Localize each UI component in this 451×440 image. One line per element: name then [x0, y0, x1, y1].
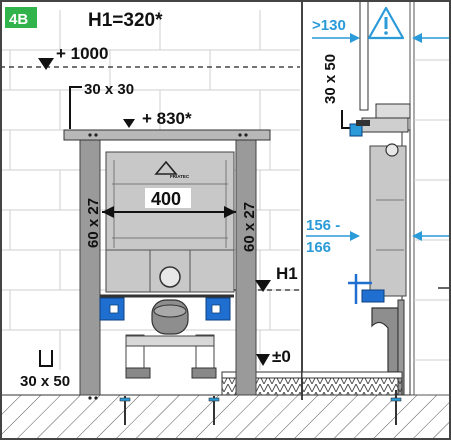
side-cover-panel [359, 0, 369, 111]
level-830-label: + 830* [142, 109, 192, 128]
side-mount-bracket [361, 289, 385, 303]
front-view-panel: FRIATEC [0, 7, 451, 440]
left-frame-column [79, 139, 101, 396]
level-triangle-icon [256, 354, 270, 366]
rail-hole [244, 133, 248, 137]
brand-logo-text: FRIATEC [170, 174, 190, 179]
rail-hole [88, 133, 92, 137]
side-wall [409, 0, 451, 396]
level-zero-label: ±0 [272, 347, 291, 366]
side-view-panel: >130 156 - 166 30 x 50 [301, 0, 451, 425]
brand-logo: FRIATEC [154, 160, 190, 179]
variant-badge-label: 4B [9, 11, 28, 28]
right-frame-column [235, 139, 257, 396]
top-profile-marker [69, 86, 82, 129]
rail-hole [88, 396, 92, 400]
frame-foot-right [191, 367, 217, 379]
side-drain-pipe [371, 307, 399, 373]
side-anchor-bolt [390, 390, 402, 425]
side-range-label-b: 166 [306, 239, 331, 256]
left-column-label: 60 x 27 [85, 198, 102, 248]
side-valve [385, 143, 399, 157]
frame-foot-left [125, 367, 151, 379]
wall-gap-label: >130 [312, 17, 346, 34]
leg-connector [125, 335, 215, 347]
level-triangle-icon [123, 119, 135, 128]
flush-pipe-opening [159, 266, 181, 288]
rail-hole [94, 133, 98, 137]
anchor-bolt-right [208, 396, 220, 425]
side-floor-finish [301, 371, 403, 379]
floor-section [0, 394, 451, 440]
rail-hole [238, 133, 242, 137]
bottom-profile-marker [39, 350, 53, 367]
level-triangle-icon [38, 58, 54, 70]
side-floor-screed [301, 377, 403, 396]
bottom-profile-label: 30 x 50 [20, 373, 70, 390]
wall-gap-label-box [312, 14, 354, 34]
level-triangle-icon [255, 280, 271, 292]
level-h1-label: H1 [276, 264, 298, 283]
cistern-tank [105, 151, 235, 293]
anchor-bolt-left [119, 396, 131, 425]
floor-screed [221, 377, 303, 396]
top-profile-label: 30 x 30 [84, 81, 134, 98]
top-cross-rail [63, 129, 271, 141]
variant-badge [5, 7, 37, 28]
right-column-label: 60 x 27 [241, 202, 258, 252]
height-title: H1=320* [88, 10, 163, 31]
floor-finish [221, 371, 303, 379]
side-profile-label: 30 x 50 [322, 54, 339, 104]
rail-hole [94, 396, 98, 400]
level-1000-label: + 1000 [56, 44, 108, 63]
side-cistern [369, 145, 407, 297]
warning-triangle-icon [367, 6, 405, 40]
frame-width-label: 400 [151, 189, 181, 209]
side-range-label-a: 156 - [306, 217, 340, 234]
